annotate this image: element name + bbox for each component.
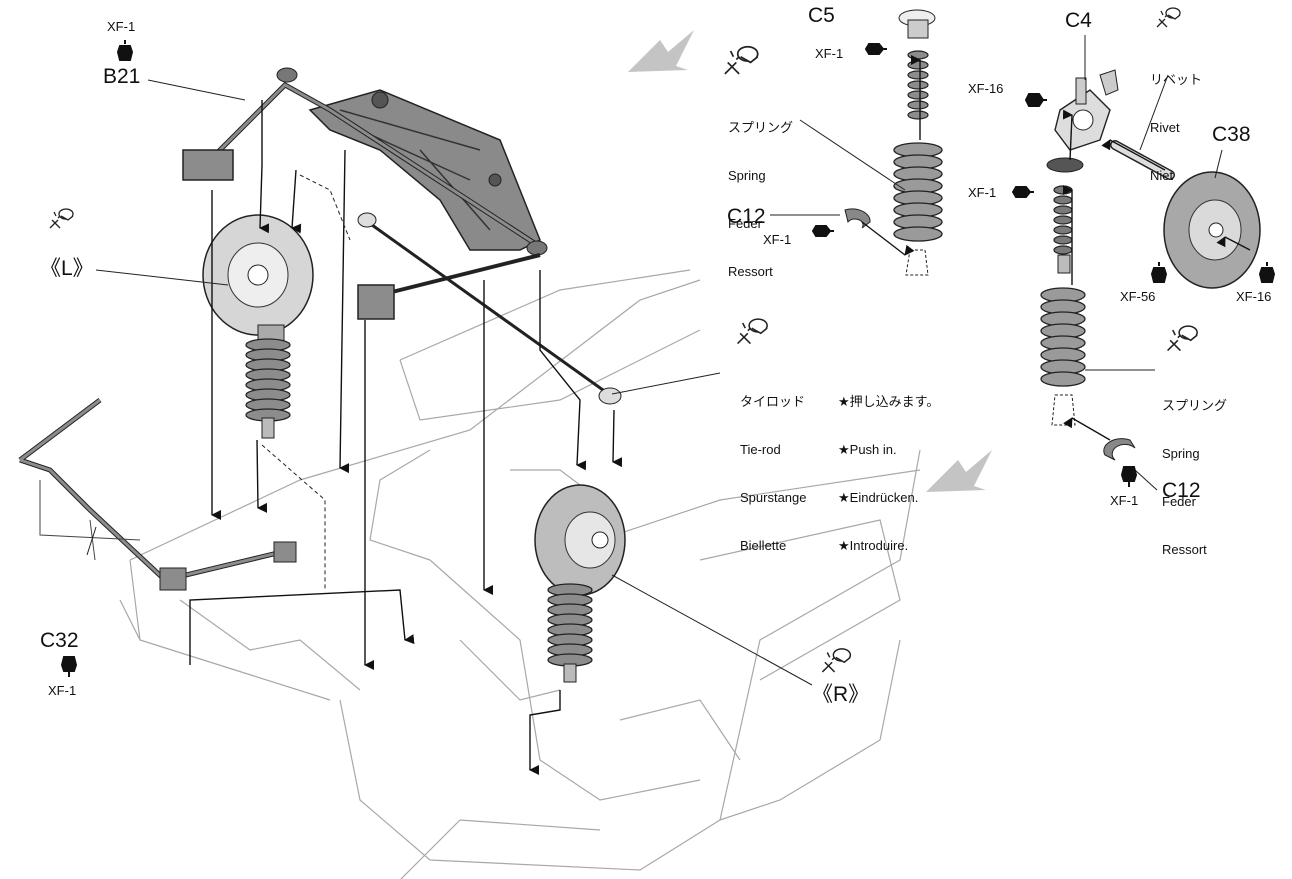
tie-rod <box>357 212 622 405</box>
callout-line-de: Spurstange <box>740 490 807 505</box>
anti-roll-bar-b21 <box>182 67 548 320</box>
part-label-c12: C12 <box>727 205 766 228</box>
leader-lines <box>86 35 1223 686</box>
direction-arrow-right <box>926 450 992 492</box>
right-strut-assembly <box>534 484 626 683</box>
paint-label-xf56: XF-56 <box>1120 289 1156 304</box>
callout-line-fr: Ressort <box>728 264 773 279</box>
callout-line-fr: Ressort <box>1162 542 1207 557</box>
callout-line-en: Spring <box>728 168 766 183</box>
callout-line-fr: Biellette <box>740 538 787 553</box>
part-label-b21: B21 <box>103 65 141 88</box>
cement-icon <box>1167 325 1198 352</box>
c38-brake-disc <box>1163 171 1261 289</box>
chassis-body <box>119 269 921 879</box>
cement-icon <box>737 318 768 345</box>
callout-line-en: Tie-rod <box>740 442 781 457</box>
callout-line-de: ★Eindrücken. <box>838 490 919 505</box>
paint-mark-icon <box>116 40 134 61</box>
paint-mark-icon <box>865 43 887 55</box>
paint-label-xf1: XF-1 <box>968 185 997 200</box>
callout-line-ja: タイロッド <box>740 394 806 409</box>
anti-roll-bar-c32 <box>18 398 297 591</box>
part-label-c38: C38 <box>1212 123 1251 146</box>
paint-label-xf16: XF-16 <box>968 81 1004 96</box>
push-in-callout: ★押し込みます。 ★Push in. ★Eindrücken. ★Introdu… <box>838 362 939 570</box>
callout-line-fr: ★Introduire. <box>838 538 909 553</box>
assembly-arrows <box>189 100 623 775</box>
callout-line-ja: スプリング <box>1162 398 1228 413</box>
paint-label-xf1: XF-1 <box>815 46 844 61</box>
cement-icon <box>724 45 759 75</box>
tie-rod-callout: タイロッド Tie-rod Spurstange Biellette <box>740 362 807 570</box>
direction-arrow-top <box>628 30 694 72</box>
callout-line-en: Spring <box>1162 446 1200 461</box>
paint-mark-icon <box>812 225 834 237</box>
rivet-callout: リベット Rivet Niet <box>1150 40 1202 200</box>
callout-line-ja: スプリング <box>728 120 794 135</box>
callout-line-de: Feder <box>728 216 762 231</box>
spring-callout-right: スプリング Spring Feder Ressort <box>1162 366 1227 574</box>
paint-label-xf1: XF-1 <box>107 19 136 34</box>
part-label-c12: C12 <box>1162 479 1201 502</box>
c5-shock-exploded <box>844 9 943 276</box>
cement-icon <box>821 648 852 673</box>
paint-label-xf16: XF-16 <box>1236 289 1272 304</box>
c4-strut-exploded <box>1040 69 1175 461</box>
callout-line-en: Rivet <box>1150 120 1180 135</box>
callout-line-ja: リベット <box>1150 72 1203 87</box>
paint-mark-icon <box>1120 466 1138 487</box>
cement-icon <box>49 208 74 229</box>
callout-line-de: Feder <box>1162 494 1196 509</box>
paint-mark-icon <box>1012 186 1034 198</box>
paint-label-xf1: XF-1 <box>1110 493 1139 508</box>
callout-line-en: ★Push in. <box>838 442 897 457</box>
paint-mark-icon <box>1025 93 1047 107</box>
paint-mark-icon <box>1258 262 1276 283</box>
cement-icon <box>1156 7 1181 28</box>
dashed-guides <box>261 174 351 590</box>
spring-callout-top: スプリング Spring Feder Ressort <box>728 88 793 296</box>
left-side-marker: 《L》 <box>40 257 94 280</box>
right-side-marker: 《R》 <box>812 683 870 706</box>
callout-line-ja: ★押し込みます。 <box>838 394 940 409</box>
paint-label-xf1: XF-1 <box>763 232 792 247</box>
paint-label-xf1: XF-1 <box>48 683 77 698</box>
part-label-c4: C4 <box>1065 9 1092 32</box>
callout-line-nl: Niet <box>1150 168 1174 183</box>
paint-mark-icon <box>1150 262 1168 283</box>
left-strut-assembly <box>202 214 314 439</box>
part-label-c5: C5 <box>808 4 835 27</box>
part-label-c32: C32 <box>40 629 79 652</box>
paint-mark-icon <box>60 656 78 677</box>
